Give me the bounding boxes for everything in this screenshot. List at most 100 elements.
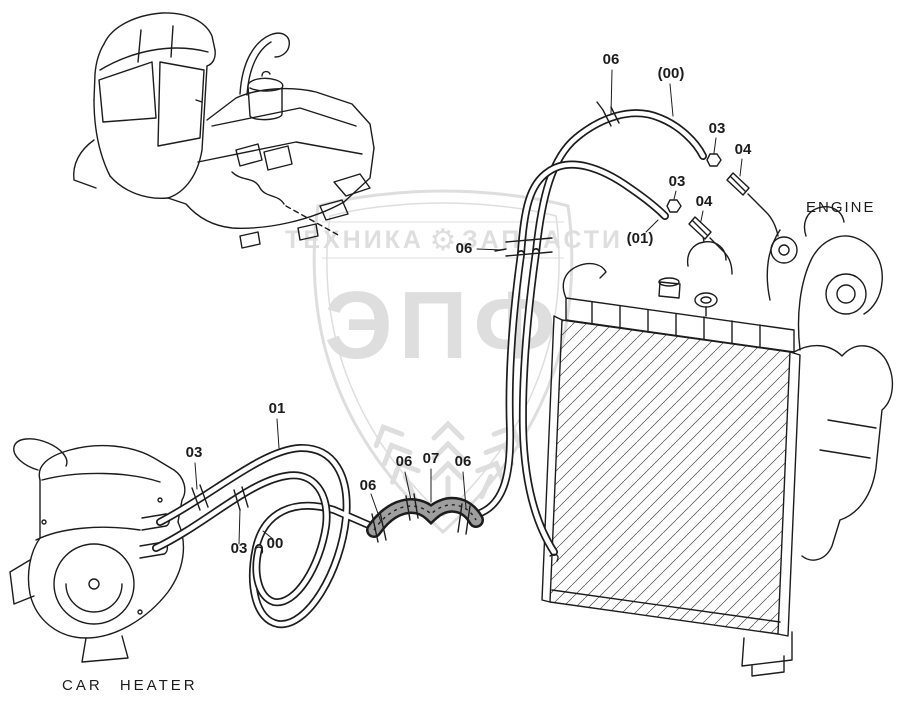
watermark-wheat-left [373,423,421,500]
handrail-inner [246,41,272,96]
thermostat-housing [686,241,727,267]
heater-bolt-3 [137,609,143,615]
leader-01 [276,418,280,449]
engine-upper-outline [797,235,883,351]
leader-06-top [610,69,613,115]
radiator-filler-cap [694,292,718,308]
radiator-left-channel [541,315,563,603]
callout-06-mid: 06 [456,240,473,257]
watermark-word-left: ТЕХНИКА [285,226,424,254]
hose-end-mark-2 [254,546,264,554]
callout-00: 00 [267,535,284,552]
hose-end-mark-1 [549,553,559,562]
heater-housing-top [38,444,186,523]
callout-03-lower: 03 [669,173,686,190]
callout-03-heater-a: 03 [186,444,203,461]
cab-left-side [93,99,111,177]
heater-housing-body [27,479,185,639]
heater-bracket-bottom [81,635,129,663]
cab-front-pillar [93,43,105,101]
watermark-gear-icon: ⚙ [430,223,457,258]
leader-00 [262,530,274,540]
engine-pulley-large [825,273,867,315]
engine-rib-1 [827,419,877,429]
mount-bracket-2 [319,199,349,221]
radiator-core [549,319,791,635]
leader-00-paren [669,83,674,117]
callout-07: 07 [423,450,440,467]
callout-04-lower: 04 [696,193,713,210]
leader-06-yright [462,471,467,509]
heater-inlet-scroll [13,438,68,471]
cab-window-bar-2 [170,25,174,58]
watermark-shield-inner [326,202,560,518]
hose-01-upper [518,162,668,257]
deck-part-1 [235,143,263,167]
fitting-04-upper-stem [747,193,779,237]
fuel-tank-top [249,87,283,92]
cab-beltline [99,47,209,71]
car-heater-caption: CAR HEATER [62,677,198,694]
y-pipe-texture [373,504,477,531]
deck-part-2 [263,145,293,171]
callout-03-heater-b: 03 [231,540,248,557]
y-pipe-part [366,497,484,538]
tank-cap [261,70,271,77]
radiator-filler-cap-inner [700,296,712,304]
nut-03-lower [666,199,682,213]
foot-block-1 [239,231,261,249]
engine-pulley-small-hub [778,244,790,256]
cab-door-handle [195,99,203,103]
heater-hose-clamp-1 [191,484,209,511]
fitting-04-lower-stem [709,237,733,275]
radiator-foot-base [751,655,785,677]
leader-04-lower [700,210,704,222]
heater-bolt-1 [41,519,47,525]
callout-06-top: 06 [603,51,620,68]
leader-06-mid [476,248,504,251]
deck-bottom [167,197,345,229]
engine-rib-2 [819,449,871,459]
callout-00-paren: (00) [658,65,685,82]
engine-block-outline [793,345,893,561]
radiator-bottom-band [551,589,781,623]
engine-pulley-large-hub [836,284,856,304]
callout-03-upper: 03 [709,120,726,137]
blower-ring-inner [65,583,123,613]
y-pipe-clamp-right [457,503,471,535]
radiator-overflow-cap [658,277,680,287]
leader-03-lower [673,190,677,200]
leader-04-upper [739,158,743,177]
cab-right-side [167,65,208,199]
engine-belt-line [766,229,781,301]
callout-labels: 06 (00) 03 04 03 04 (01) 06 01 03 03 00 … [186,51,752,557]
excavator-overview-drawing [73,12,375,249]
deck-line-1 [211,107,357,127]
heater-bolt-2 [157,497,163,503]
radiator-header-tank [565,297,795,353]
blower-hub [88,578,100,590]
car-heater-unit-drawing [9,438,186,663]
cab-roof [103,12,216,51]
fitting-04-upper-line [730,176,746,192]
hose-00-upper [533,110,706,255]
leader-lines [194,69,743,545]
leader-03-upper [713,137,717,154]
deck-top [206,87,375,149]
mount-bracket-1 [333,173,371,197]
callout-06-yleft: 06 [360,477,377,494]
cab-bottom [109,175,169,199]
callout-04-upper: 04 [735,141,752,158]
leader-03-heater-b [238,508,241,545]
watermark-wheat-middle [431,420,465,503]
radiator-right-channel [777,351,801,637]
foot-block-2 [297,223,319,241]
fuel-tank [247,77,284,121]
clamps-and-fittings [191,101,779,562]
handrail [239,32,290,95]
leader-06-yleft [370,493,382,523]
cab-door [157,61,205,147]
fitting-04-lower-line [692,220,708,236]
blower-ring-outer [53,543,135,625]
hose-long-right [520,249,557,555]
